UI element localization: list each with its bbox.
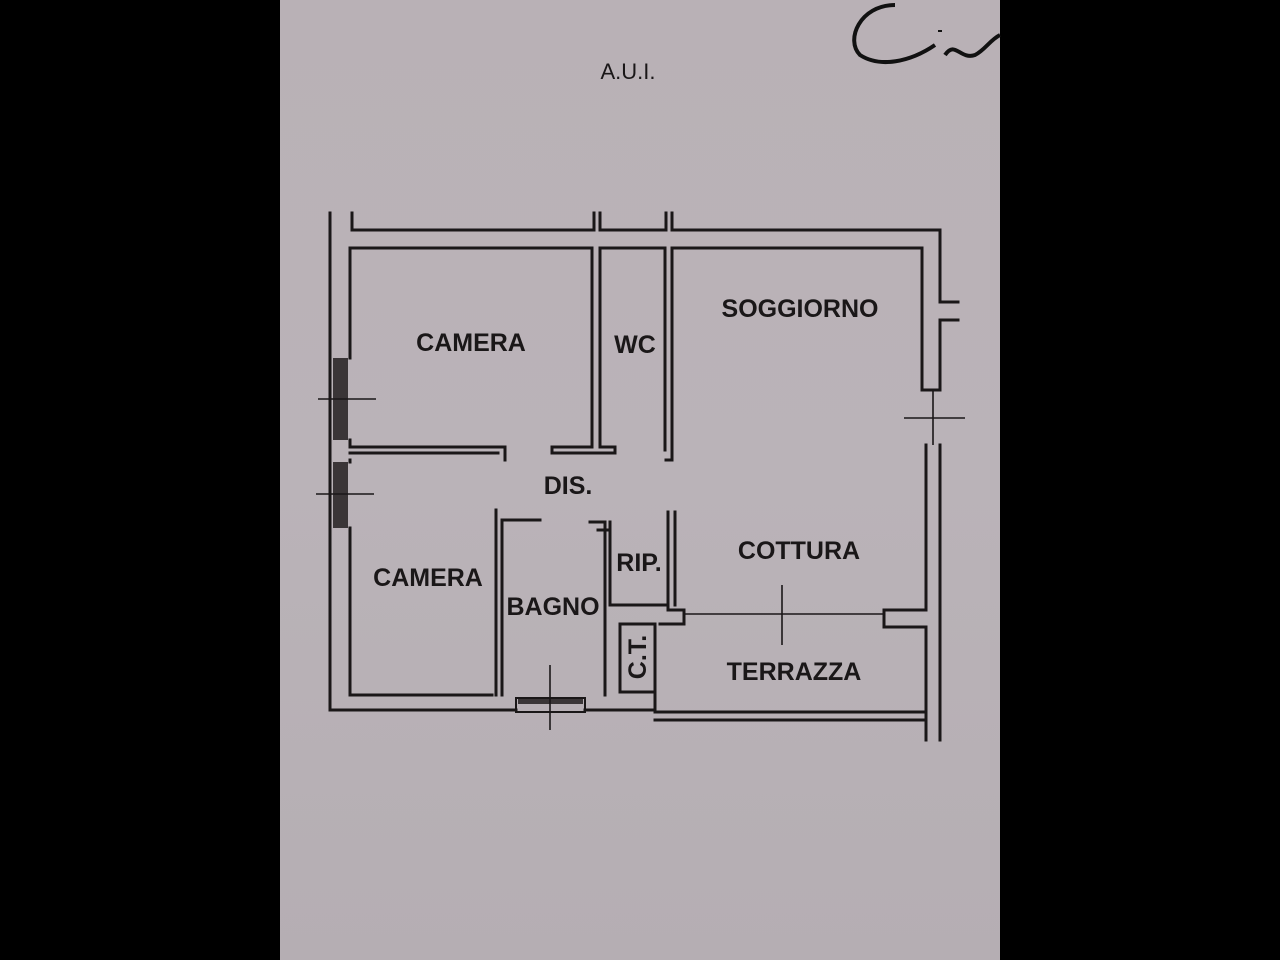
- room-label-rip: RIP.: [616, 549, 661, 577]
- walls: [316, 211, 965, 742]
- room-label-dis: DIS.: [544, 472, 593, 500]
- handwritten-signature: [852, 3, 1001, 64]
- room-label-camera: CAMERA: [416, 329, 526, 357]
- room-label-bagno: BAGNO: [506, 593, 599, 621]
- room-label-ct: C.T.: [624, 635, 652, 679]
- room-label-camera-2: CAMERA: [373, 564, 483, 592]
- room-label-cottura: COTTURA: [738, 537, 860, 565]
- room-label-wc: WC: [614, 331, 656, 359]
- room-label-terrazza: TERRAZZA: [727, 658, 862, 686]
- paper-sheet: [280, 0, 1000, 960]
- room-label-soggiorno: SOGGIORNO: [722, 295, 879, 323]
- plan-title: A.U.I.: [600, 59, 655, 84]
